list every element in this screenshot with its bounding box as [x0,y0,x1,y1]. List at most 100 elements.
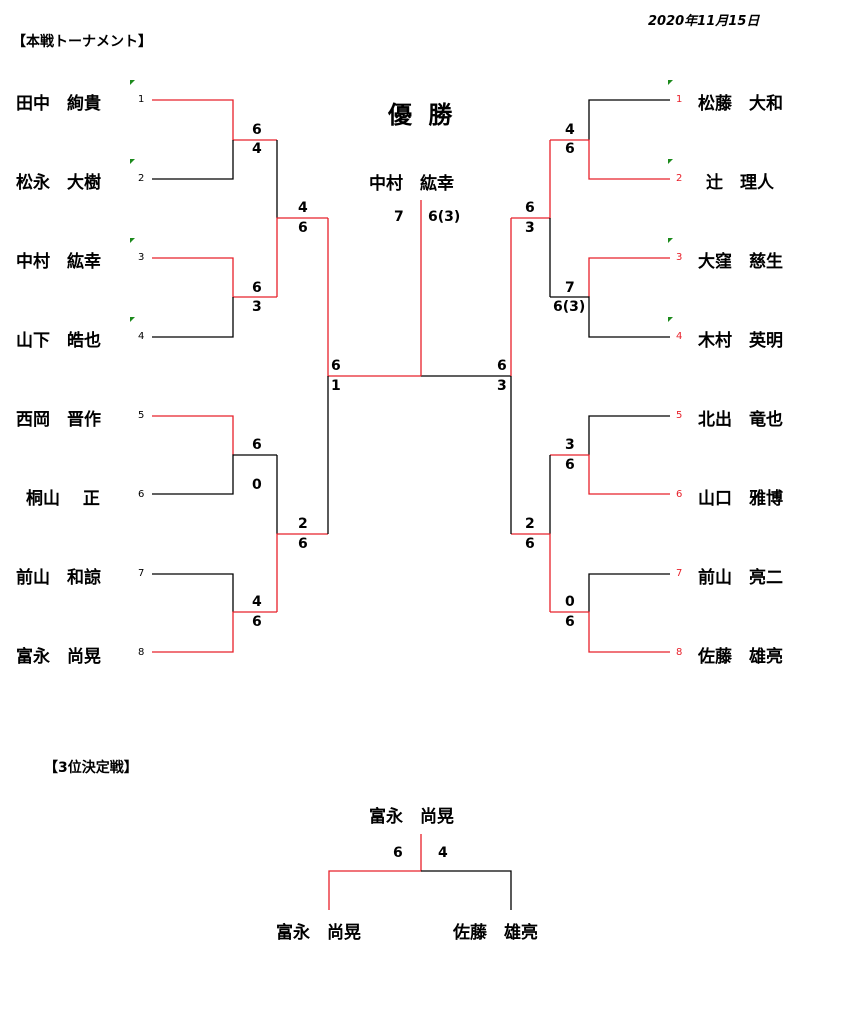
right-player-2: 辻 理人 [706,173,774,193]
third-place-right-player: 佐藤 雄亮 [453,923,538,943]
final-score-right: 6(3) [428,209,461,225]
left-r3-score-bottom: 1 [331,378,341,394]
left-r2-m2-score-bottom: 6 [298,536,308,552]
champion-name: 中村 紘幸 [369,174,454,194]
right-seed-2: 2 [676,173,683,184]
left-r1-m4-score-top: 4 [252,594,262,610]
right-r2-m1-score-top: 6 [525,200,535,216]
right-player-6: 山口 雅博 [698,489,783,509]
left-r1-m3-score-bottom: 0 [252,477,262,493]
left-r1-m3-lose [152,454,277,495]
left-player-2: 松永 大樹 [16,173,101,193]
right-r2-m2-score-bottom: 6 [525,536,535,552]
left-player-7: 前山 和諒 [16,568,101,588]
right-r1-m3-lose [588,415,670,455]
left-r1-m4-lose [152,573,234,612]
right-r1-m4-score-bottom: 6 [565,614,575,630]
left-r1-m1-score-bottom: 4 [252,141,262,157]
right-player-4: 木村 英明 [698,331,783,351]
third-place-title: 【3位決定戦】 [44,760,138,776]
right-seed-7: 7 [676,568,683,579]
left-player-6: 桐山 正 [26,489,100,509]
right-r1-m1-lose [588,99,670,140]
right-r2-m1-score-bottom: 3 [525,220,535,236]
right-seed-4: 4 [676,331,683,342]
left-r1-m3-score-top: 6 [252,437,262,453]
right-r1-m3-score-bottom: 6 [565,457,575,473]
right-r1-m3-score-top: 3 [565,437,575,453]
left-mark-2-icon [130,159,135,164]
right-mark-1-icon [668,80,673,85]
left-seed-4: 4 [138,331,145,342]
right-player-8: 佐藤 雄亮 [698,647,783,667]
right-mark-4-icon [668,317,673,322]
left-r1-m2-win [152,257,277,298]
third-place-score-right: 4 [438,845,448,861]
third-place-winner: 富永 尚晃 [369,807,454,827]
left-mark-4-icon [130,317,135,322]
right-seed-6: 6 [676,489,683,500]
left-r1-m2-lose [152,297,234,338]
right-r1-m1-win [550,139,670,180]
right-r1-m4-lose [588,573,670,612]
left-r2-m2-win [276,533,328,612]
right-r2-m2-score-top: 2 [525,516,535,532]
main-title: 【本戦トーナメント】 [12,34,152,50]
right-r1-m1-score-bottom: 6 [565,141,575,157]
right-r1-m1-score-top: 4 [565,122,575,138]
left-r1-m1-score-top: 6 [252,122,262,138]
left-r3-win [327,218,421,377]
right-seed-5: 5 [676,410,683,421]
date: 2020年11月15日 [648,14,760,29]
left-player-4: 山下 皓也 [16,331,101,351]
left-player-1: 田中 絢貴 [16,94,101,114]
left-seed-7: 7 [138,568,145,579]
left-r1-m4-score-bottom: 6 [252,614,262,630]
left-r1-m3-win [152,415,234,455]
right-player-1: 松藤 大和 [698,94,783,114]
left-r1-m1-win [152,99,277,141]
left-r1-m4-win [152,611,277,653]
left-seed-1: 1 [138,94,145,105]
third-lose [421,870,512,910]
left-r2-m2-score-top: 2 [298,516,308,532]
left-r2-m1-score-bottom: 6 [298,220,308,236]
final-score-left: 7 [394,209,404,225]
right-player-5: 北出 竜也 [698,410,783,430]
third-place-left-player: 富永 尚晃 [276,923,361,943]
right-seed-3: 3 [676,252,683,263]
right-r1-m2-score-top: 7 [565,280,575,296]
right-mark-3-icon [668,238,673,243]
right-seed-8: 8 [676,647,683,658]
right-r3-score-bottom: 3 [497,378,507,394]
left-player-5: 西岡 晋作 [16,410,101,430]
left-mark-1-icon [130,80,135,85]
right-r1-m2-win [588,257,670,297]
right-mark-2-icon [668,159,673,164]
right-r3-score-top: 6 [497,358,507,374]
left-seed-2: 2 [138,173,145,184]
right-seed-1: 1 [676,94,683,105]
left-player-3: 中村 紘幸 [16,252,101,272]
right-r1-m3-win [550,454,670,495]
right-r2-m2-win [511,533,551,612]
left-r1-m2-score-bottom: 3 [252,299,262,315]
left-r3-score-top: 6 [331,358,341,374]
left-r2-m1-win [276,217,328,297]
champion-title: 優 勝 [388,101,457,129]
left-seed-8: 8 [138,647,145,658]
left-r1-m2-score-top: 6 [252,280,262,296]
third-place-score-left: 6 [393,845,403,861]
left-seed-6: 6 [138,489,145,500]
left-seed-5: 5 [138,410,145,421]
left-mark-3-icon [130,238,135,243]
right-r1-m2-score-bottom: 6(3) [553,299,586,315]
right-player-7: 前山 亮二 [698,568,783,588]
left-r1-m1-lose [152,140,234,180]
left-seed-3: 3 [138,252,145,263]
left-player-8: 富永 尚晃 [16,647,101,667]
third-win [328,834,422,910]
left-r2-m1-score-top: 4 [298,200,308,216]
right-r1-m4-win [550,611,670,653]
